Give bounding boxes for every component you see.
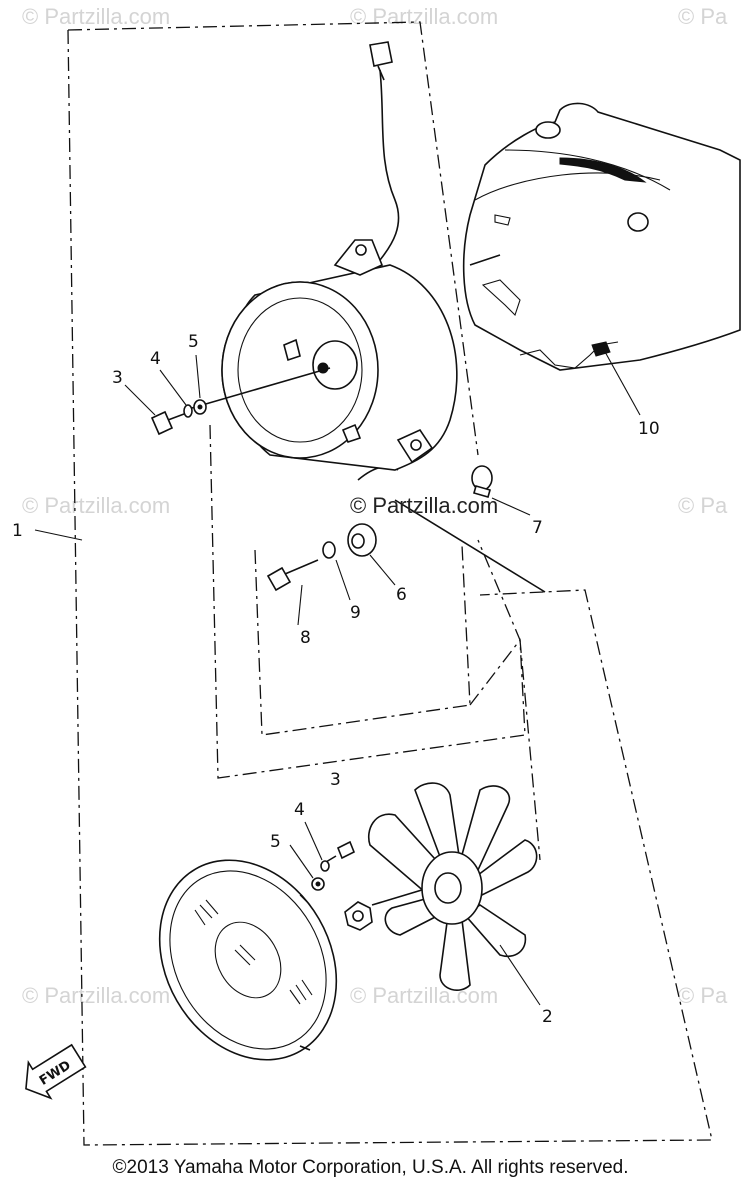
fan-nut: [344, 901, 373, 931]
watermark: © Partzilla.com: [350, 493, 499, 518]
callout-9: 9: [350, 603, 361, 623]
bolt-3-upper: [150, 410, 185, 436]
watermark: © Partzilla.com: [22, 493, 171, 518]
bolt-3-lower: [325, 840, 356, 863]
copyright-notice: ©2013 Yamaha Motor Corporation, U.S.A. A…: [112, 1157, 629, 1178]
callout-3: 3: [112, 368, 123, 388]
watermark: © Pa: [678, 4, 728, 29]
bolt-group-outline: [254, 544, 471, 736]
callout-8: 8: [300, 628, 311, 648]
watermark: © Partzilla.com: [350, 4, 499, 29]
fan-cover: [158, 859, 338, 1061]
fan-group-outline: [469, 638, 541, 861]
shroud-shaft: [469, 254, 501, 266]
mount-rod: [394, 499, 546, 593]
watermark: © Partzilla.com: [22, 983, 171, 1008]
watermark: © Partzilla.com: [350, 983, 499, 1008]
assembly-outline: [67, 21, 713, 1146]
watermark: © Partzilla.com: [22, 4, 171, 29]
callout-6: 6: [396, 585, 407, 605]
motor-group-outline: [209, 424, 526, 779]
grommet-6: [347, 523, 377, 557]
callout-4: 4: [294, 800, 305, 820]
fan-motor-housing: [221, 239, 458, 471]
collar-7: [471, 465, 493, 498]
washer-9: [322, 541, 336, 559]
fwd-arrow-icon: FWD: [25, 1043, 87, 1100]
fan-shroud: [462, 102, 741, 371]
lock-washer-4-upper: [183, 404, 193, 418]
watermark: © Pa: [678, 983, 728, 1008]
watermark: © Pa: [678, 493, 728, 518]
callout-4: 4: [150, 349, 161, 369]
callout-10: 10: [638, 419, 660, 439]
callout-5: 5: [188, 332, 199, 352]
fan-blade: [368, 782, 538, 991]
callout-3: 3: [330, 770, 341, 790]
leader-lines: [34, 349, 641, 1006]
callout-1: 1: [12, 521, 23, 541]
bolt-8: [266, 559, 319, 592]
lock-washer-4-lower: [320, 860, 330, 872]
housing-bolt-rod: [184, 367, 331, 411]
callout-2: 2: [542, 1007, 553, 1027]
callout-7: 7: [532, 518, 543, 538]
callout-5: 5: [270, 832, 281, 852]
